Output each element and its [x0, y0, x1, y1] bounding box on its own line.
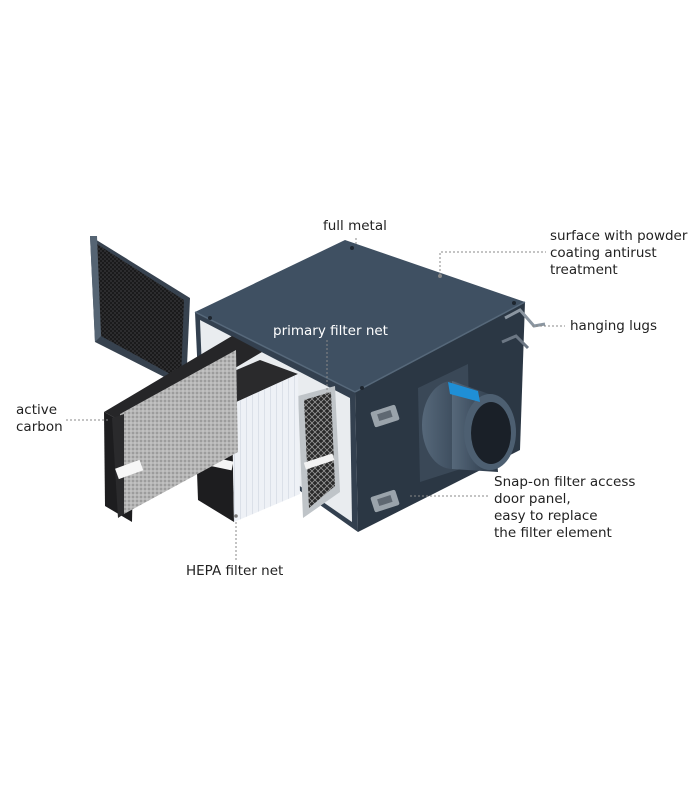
label-snap-line4: the filter element	[494, 525, 612, 541]
carbon-filter-module	[104, 336, 262, 522]
housing-top	[195, 240, 525, 392]
label-primary-filter: primary filter net	[273, 323, 388, 339]
leader-lines	[66, 238, 565, 560]
hanging-lugs	[501, 308, 546, 350]
label-surface-line2: coating antirust	[550, 245, 657, 261]
label-active-line2: carbon	[16, 419, 63, 435]
label-hanging-lugs: hanging lugs	[570, 318, 658, 334]
label-surface-line1: surface with powder	[550, 228, 688, 244]
label-full-metal: full metal	[323, 218, 387, 234]
open-door-panel	[90, 236, 190, 388]
latch-top	[370, 404, 400, 428]
label-snap-line1: Snap-on filter access	[494, 474, 636, 490]
label-active-line1: active	[16, 402, 58, 418]
label-hepa-filter: HEPA filter net	[186, 563, 284, 579]
latch-bottom	[370, 489, 400, 513]
label-surface-line3: treatment	[550, 262, 618, 278]
duct-outlet	[418, 364, 516, 482]
label-snap-line2: door panel,	[494, 491, 571, 507]
primary-filter-module	[298, 386, 340, 518]
label-snap-line3: easy to replace	[494, 508, 598, 524]
